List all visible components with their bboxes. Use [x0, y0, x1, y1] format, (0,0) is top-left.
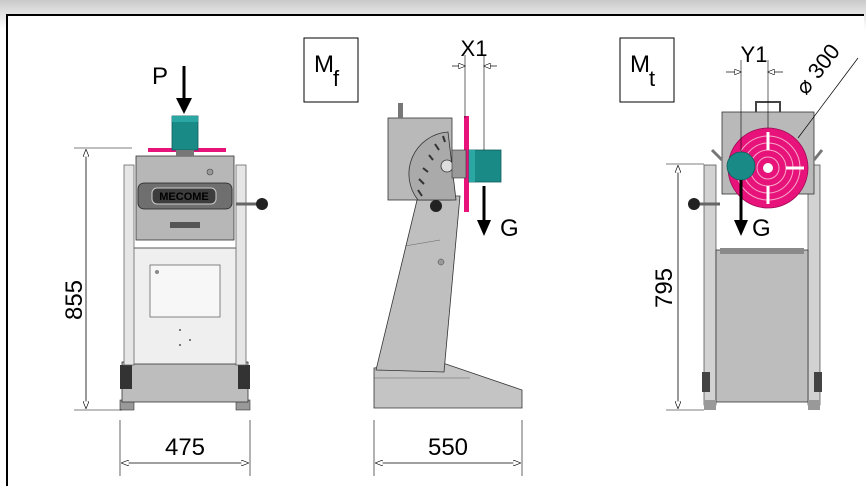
- handwheel-knob-side: [430, 200, 442, 212]
- svg-text:M: M: [314, 51, 334, 78]
- brand-logo: MECOME: [159, 191, 209, 203]
- svg-text:300: 300: [803, 39, 845, 83]
- svg-text:f: f: [333, 66, 340, 91]
- dimension-front-height: [74, 147, 132, 411]
- moment-front-symbol: M f: [303, 37, 359, 103]
- handwheel-knob-rear: [688, 198, 700, 210]
- gravity-g-front-label: G: [500, 215, 519, 242]
- force-p-label: P: [152, 63, 168, 90]
- svg-text:t: t: [649, 66, 655, 91]
- rear-view: [688, 57, 859, 410]
- table-side: [464, 116, 469, 212]
- gravity-g-side-label: G: [752, 215, 771, 242]
- dimension-front-height-value: 855: [61, 280, 88, 320]
- dimension-rear-height: [666, 163, 704, 411]
- dimension-side-width-value: 550: [428, 434, 468, 461]
- front-view: MECOME: [119, 66, 268, 411]
- offset-y1-label: Y1: [741, 42, 768, 67]
- offset-x1-label: X1: [461, 36, 488, 61]
- handwheel-knob-front: [256, 198, 268, 210]
- svg-text:M: M: [630, 51, 650, 78]
- dimension-side-width: [373, 420, 523, 476]
- side-view: [373, 55, 523, 409]
- dimension-rear-height-value: 795: [651, 268, 678, 308]
- dimension-front-width: [119, 420, 251, 476]
- dimension-front-width-value: 475: [165, 434, 205, 461]
- plate-diameter-label: ⌀ 300: [790, 39, 845, 99]
- workpiece-rear: [726, 151, 756, 181]
- moment-side-symbol: M t: [619, 37, 675, 103]
